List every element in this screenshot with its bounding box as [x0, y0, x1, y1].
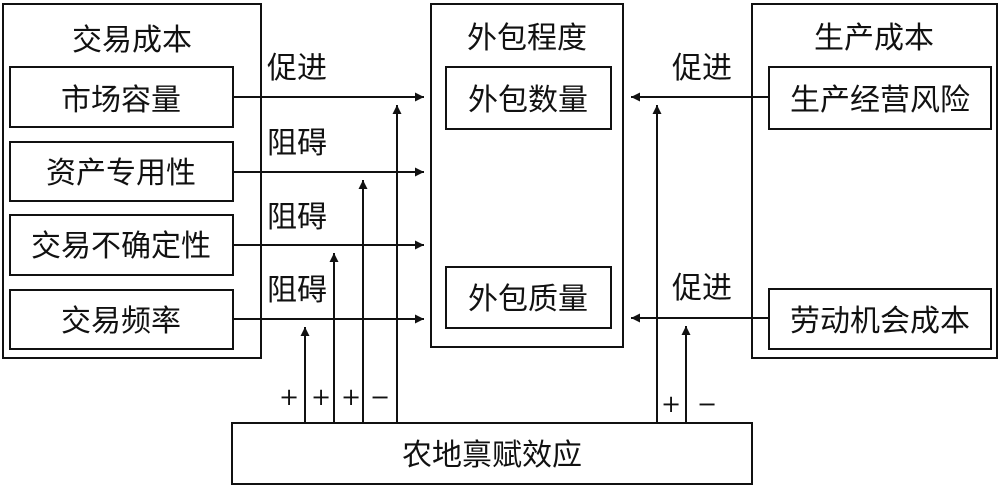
sign-risk: + [661, 390, 681, 418]
edge-label-market: 促进 [267, 51, 327, 86]
transaction-cost-title: 交易成本 [72, 23, 192, 58]
farmland-endowment-effect-box [231, 422, 753, 485]
labor-opportunity-cost-label: 劳动机会成本 [790, 304, 970, 339]
outsourcing-quantity-label: 外包数量 [468, 83, 588, 118]
sign-labor: − [697, 390, 717, 418]
market-capacity-label: 市场容量 [61, 83, 181, 118]
production-cost-title: 生产成本 [814, 21, 934, 56]
sign-frequency: + [279, 383, 299, 411]
outsourcing-quality-label: 外包质量 [468, 282, 588, 317]
transaction-frequency-box [9, 289, 234, 350]
edge-label-frequency: 阻碍 [267, 273, 327, 308]
outsourcing-quality-box [445, 266, 612, 329]
outsourcing-quantity-box [445, 66, 612, 130]
transaction-uncertainty-label: 交易不确定性 [31, 229, 211, 264]
edge-label-uncertainty: 阻碍 [267, 200, 327, 235]
sign-market: − [370, 383, 390, 411]
edge-label-risk: 促进 [672, 51, 732, 86]
edge-label-labor: 促进 [672, 271, 732, 306]
operational-risk-box [768, 66, 992, 130]
edge-label-asset: 阻碍 [267, 126, 327, 161]
asset-specificity-box [9, 141, 234, 202]
operational-risk-label: 生产经营风险 [790, 83, 970, 118]
transaction-frequency-label: 交易频率 [61, 304, 181, 339]
sign-asset: + [341, 383, 361, 411]
farmland-endowment-effect-label: 农地禀赋效应 [402, 438, 582, 473]
outsourcing-degree-title: 外包程度 [467, 21, 587, 56]
market-capacity-box [9, 66, 234, 128]
sign-uncertainty: + [311, 383, 331, 411]
labor-opportunity-cost-box [768, 288, 992, 350]
asset-specificity-label: 资产专用性 [46, 156, 196, 191]
